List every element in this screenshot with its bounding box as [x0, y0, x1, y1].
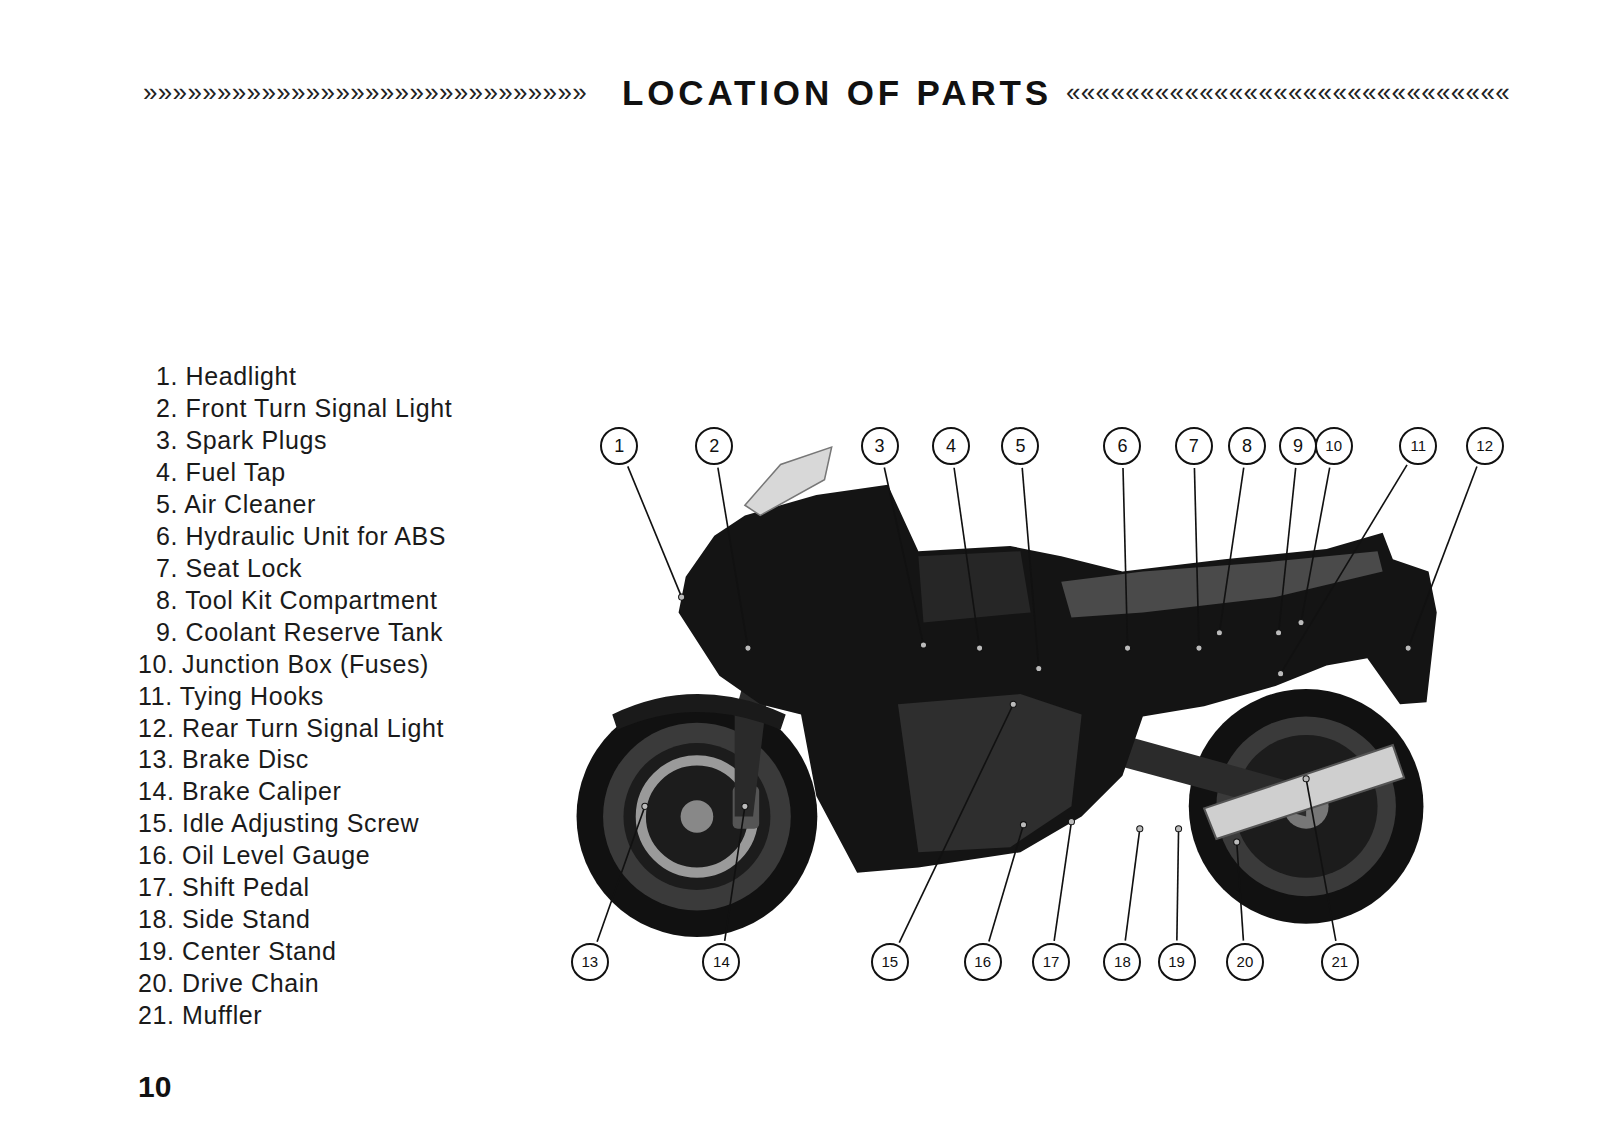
- callout-number: 17: [1032, 943, 1070, 981]
- leader-dot: [1234, 839, 1240, 845]
- page-number: 10: [138, 1072, 171, 1102]
- part-list-item: 14. Brake Caliper: [138, 779, 341, 804]
- part-list-item: 15. Idle Adjusting Screw: [138, 811, 419, 836]
- leader-line: [1177, 829, 1179, 941]
- part-list-item: 13. Brake Disc: [138, 747, 309, 772]
- leader-dot: [1010, 701, 1016, 707]
- leader-dot: [642, 803, 648, 809]
- leader-lines: [597, 465, 1477, 943]
- leader-dot: [742, 803, 748, 809]
- leader-dot: [1278, 671, 1284, 677]
- leader-dot: [1124, 645, 1130, 651]
- windscreen: [745, 447, 832, 515]
- part-list-item: 17. Shift Pedal: [138, 875, 310, 900]
- leader-line: [954, 468, 979, 648]
- page-title: LOCATION OF PARTS: [622, 75, 1052, 110]
- callout-number: 2: [695, 427, 733, 465]
- leader-dot: [679, 594, 685, 600]
- engine: [898, 694, 1082, 852]
- leader-dot: [977, 645, 983, 651]
- leader-line: [1279, 468, 1296, 633]
- leader-line: [1408, 467, 1477, 649]
- leader-dot: [1176, 826, 1182, 832]
- callout-number: 15: [871, 943, 909, 981]
- leader-dot: [1068, 819, 1074, 825]
- part-list-item: 1. Headlight: [156, 364, 297, 389]
- callout-number: 16: [964, 943, 1002, 981]
- part-list-item: 21. Muffler: [138, 1003, 262, 1028]
- part-list-item: 9. Coolant Reserve Tank: [156, 620, 443, 645]
- callout-number: 7: [1175, 427, 1213, 465]
- leader-line: [884, 467, 923, 645]
- callout-number: 10: [1315, 427, 1353, 465]
- leader-line: [1281, 465, 1407, 674]
- leader-line: [597, 806, 645, 941]
- part-list-item: 5. Air Cleaner: [156, 492, 316, 517]
- leader-line: [718, 468, 748, 648]
- leader-line: [1054, 822, 1071, 941]
- leader-line: [1306, 779, 1336, 941]
- callout-number: 5: [1001, 427, 1039, 465]
- part-list-item: 6. Hydraulic Unit for ABS: [156, 524, 446, 549]
- rear-wheel: [1189, 689, 1424, 924]
- callout-number: 6: [1103, 427, 1141, 465]
- part-list-item: 20. Drive Chain: [138, 971, 319, 996]
- leader-line: [1194, 468, 1199, 648]
- leader-dot: [1303, 776, 1309, 782]
- callout-number: 4: [932, 427, 970, 465]
- callout-number: 14: [702, 943, 740, 981]
- part-list-item: 10. Junction Box (Fuses): [138, 652, 429, 677]
- callout-number: 11: [1399, 427, 1437, 465]
- part-list-item: 19. Center Stand: [138, 939, 337, 964]
- part-list-item: 7. Seat Lock: [156, 556, 302, 581]
- leader-line: [1219, 468, 1243, 633]
- leader-line: [1123, 468, 1128, 648]
- leader-line: [1237, 842, 1244, 941]
- leader-dot: [1405, 645, 1411, 651]
- bodywork: [679, 485, 1437, 873]
- callout-number: 3: [861, 427, 899, 465]
- front-wheel: [577, 696, 818, 937]
- callout-number: 19: [1158, 943, 1196, 981]
- leader-line: [899, 704, 1013, 942]
- part-list-item: 16. Oil Level Gauge: [138, 843, 370, 868]
- callout-number: 12: [1466, 427, 1504, 465]
- leader-line: [725, 806, 745, 940]
- muffler: [1204, 745, 1404, 839]
- leader-dot: [745, 645, 751, 651]
- part-list-item: 18. Side Stand: [138, 907, 310, 932]
- leader-dot: [1036, 665, 1042, 671]
- part-list-item: 3. Spark Plugs: [156, 428, 327, 453]
- leader-dot: [1276, 630, 1282, 636]
- chevron-rule: ««««««««««««««««««««««««««««««: [1066, 79, 1510, 105]
- callout-number: 8: [1228, 427, 1266, 465]
- chevron-rule: »»»»»»»»»»»»»»»»»»»»»»»»»»»»»»: [143, 79, 587, 105]
- part-list-item: 4. Fuel Tap: [156, 460, 286, 485]
- leader-line: [1022, 468, 1039, 669]
- leader-dot: [1216, 630, 1222, 636]
- part-list-item: 11. Tying Hooks: [138, 684, 324, 709]
- leader-line: [628, 466, 682, 597]
- leader-line: [989, 825, 1024, 942]
- leader-dot: [1137, 826, 1143, 832]
- part-list-item: 8. Tool Kit Compartment: [156, 588, 438, 613]
- callout-number: 13: [571, 943, 609, 981]
- leader-dot: [1020, 822, 1026, 828]
- part-list-item: 12. Rear Turn Signal Light: [138, 716, 444, 741]
- leader-line: [1125, 829, 1140, 941]
- callout-number: 20: [1226, 943, 1264, 981]
- leader-dot: [1298, 620, 1304, 626]
- part-list-item: 2. Front Turn Signal Light: [156, 396, 452, 421]
- callout-number: 21: [1321, 943, 1359, 981]
- callout-number: 9: [1279, 427, 1317, 465]
- callout-number: 18: [1103, 943, 1141, 981]
- callout-number: 1: [600, 427, 638, 465]
- leader-dot: [1196, 645, 1202, 651]
- leader-dot: [920, 642, 926, 648]
